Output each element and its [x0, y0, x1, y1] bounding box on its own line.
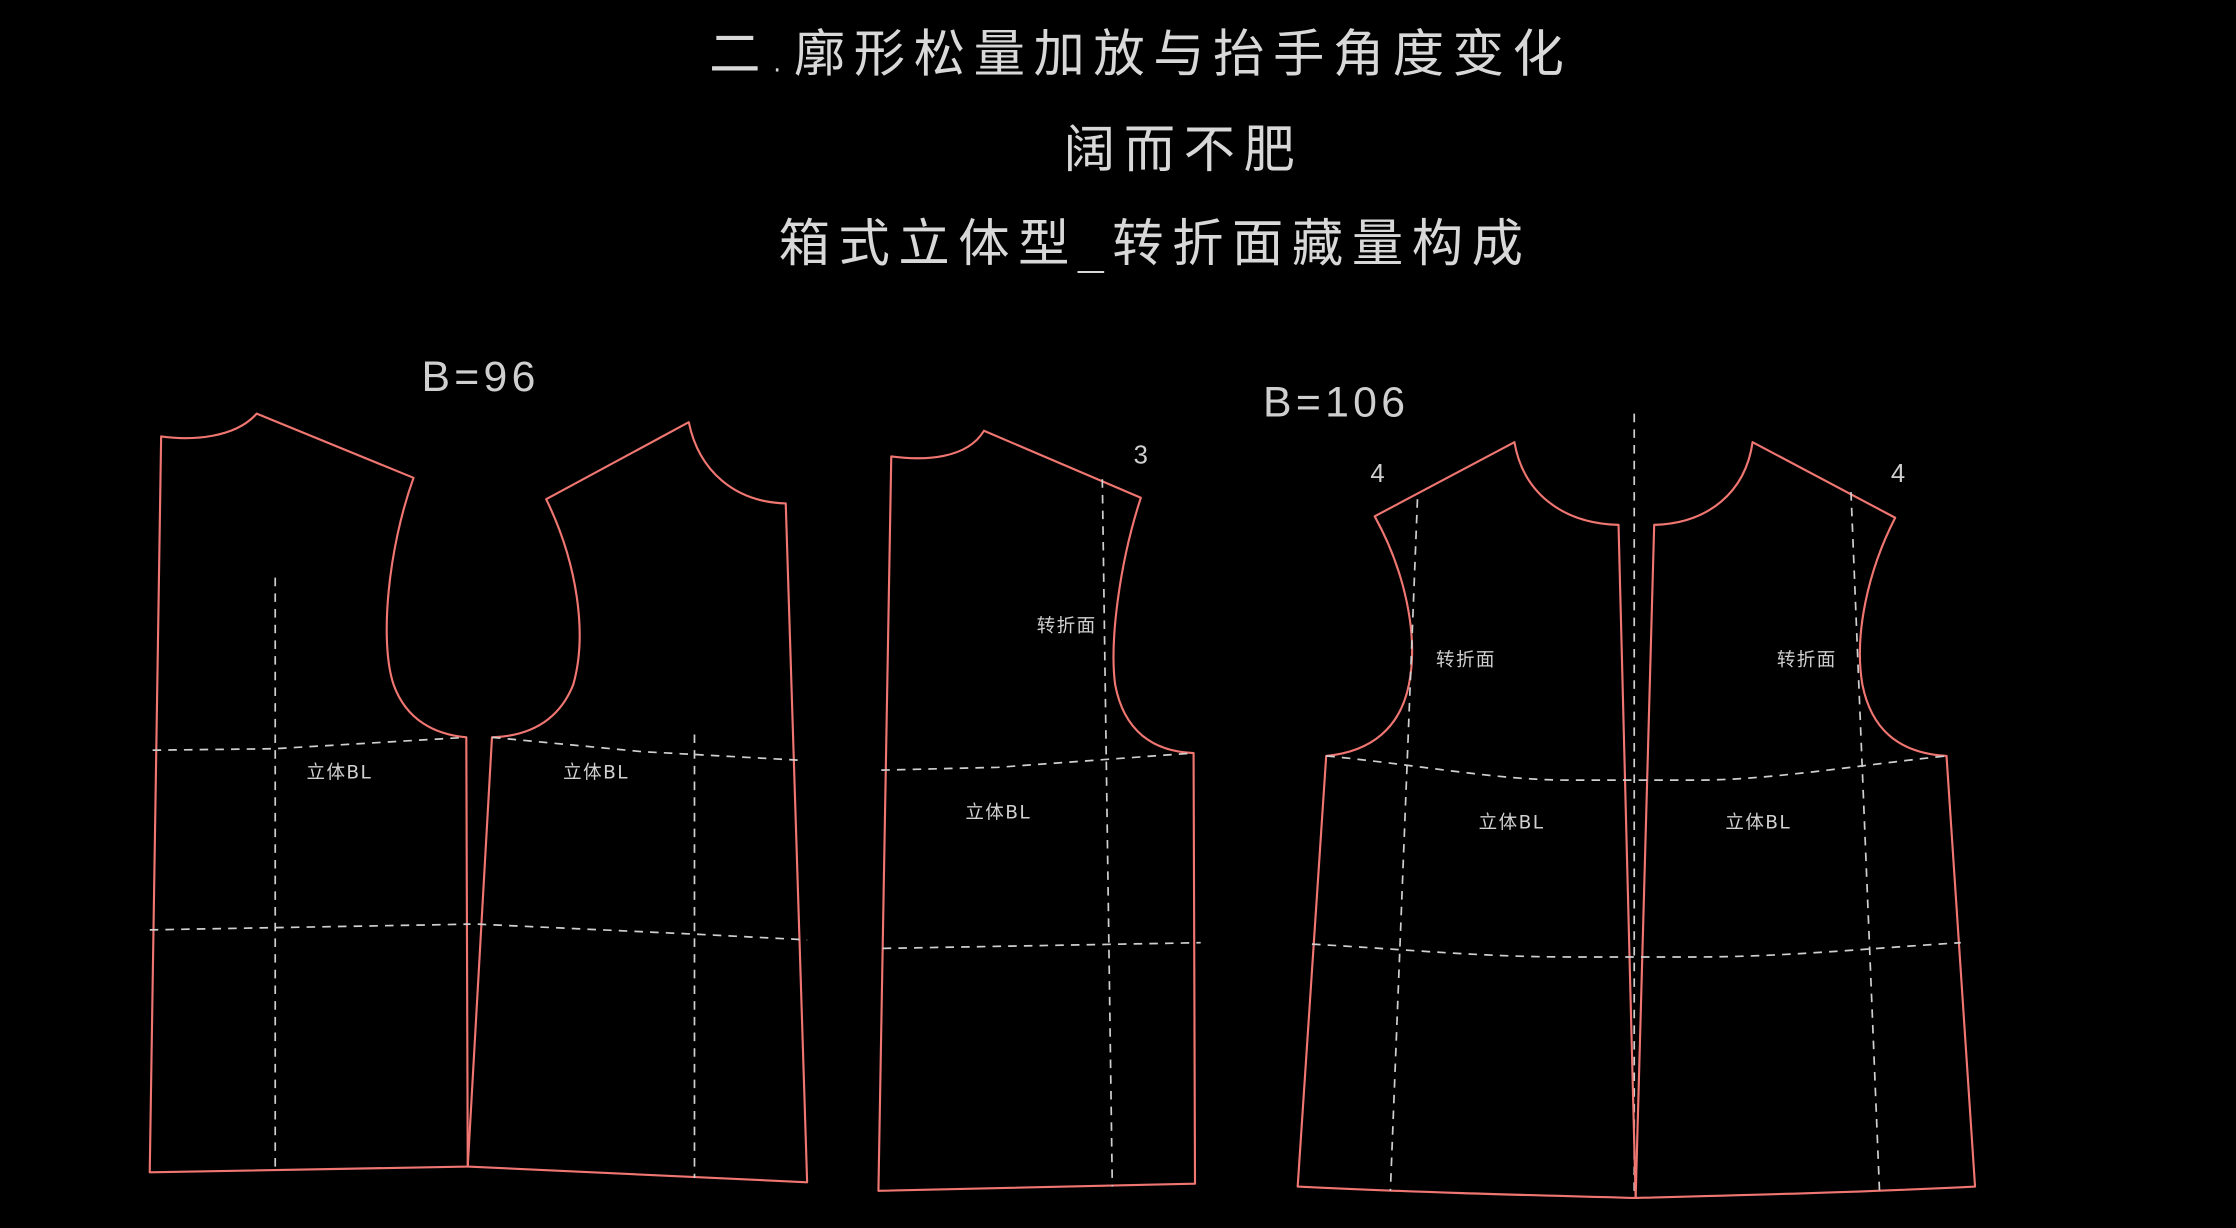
back-waist-line — [149, 923, 471, 931]
front-piece-b106: 4 4 转折面 转折面 立体BL 立体BL — [1296, 413, 1977, 1200]
back-outline — [148, 412, 469, 1174]
back-outline — [877, 429, 1197, 1192]
title-line-1: 二.廓形松量加放与抬手角度变化 — [709, 24, 1572, 84]
front-bl-label: 立体BL — [563, 763, 629, 784]
bl-label: 立体BL — [965, 803, 1031, 824]
right-shoulder-value: 4 — [1891, 460, 1905, 488]
front-bust-line — [491, 736, 799, 762]
back-piece-b96: 立体BL — [148, 412, 471, 1174]
left-fold-label: 转折面 — [1436, 650, 1496, 671]
back-bust-line — [152, 736, 467, 752]
left-shoulder-value: 4 — [1370, 460, 1384, 488]
front-waist-line — [1311, 941, 1961, 958]
title-line-2: 阔而不肥 — [1064, 120, 1304, 180]
back-piece-b106: 3 转折面 立体BL — [877, 429, 1201, 1192]
back-bl-label: 立体BL — [307, 763, 373, 784]
right-fold-label: 转折面 — [1777, 650, 1837, 671]
front-bust-line — [1326, 755, 1947, 781]
front-left-fold-line — [1389, 499, 1419, 1191]
right-bl-label: 立体BL — [1725, 813, 1791, 834]
left-bl-label: 立体BL — [1479, 813, 1545, 834]
fold-label: 转折面 — [1037, 616, 1097, 637]
front-piece-b96: 立体BL — [466, 421, 809, 1184]
bust-label-106: B=106 — [1263, 378, 1409, 426]
front-waist-line — [477, 923, 808, 941]
front-outline — [466, 421, 809, 1184]
title-line-3: 箱式立体型_转折面藏量构成 — [779, 214, 1532, 274]
front-right-fold-line — [1850, 492, 1881, 1191]
back-waist-line — [882, 941, 1201, 950]
back-fold-line — [1101, 479, 1114, 1187]
shoulder-value: 3 — [1134, 442, 1148, 470]
back-bust-line — [881, 752, 1194, 772]
front-right-outline — [1634, 441, 1977, 1200]
bust-label-96: B=96 — [421, 353, 539, 401]
front-left-outline — [1296, 441, 1637, 1200]
